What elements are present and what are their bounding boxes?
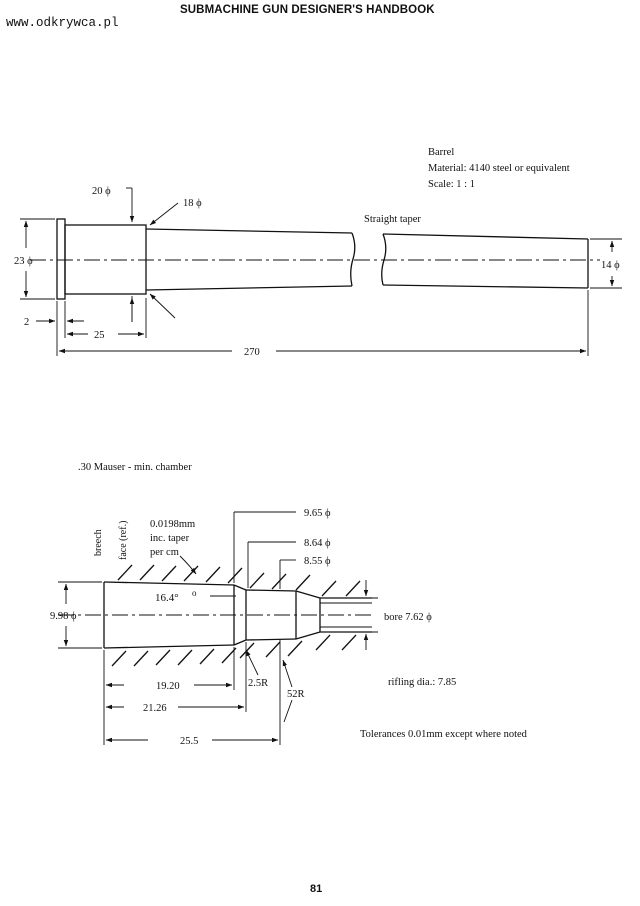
dim-2: 2 <box>24 317 29 328</box>
taper-note-1: 0.0198mm <box>150 519 195 530</box>
taper-note-2: inc. taper <box>150 533 190 544</box>
dim-23-dia: 23 ϕ <box>14 256 33 267</box>
dim-21-26: 21.26 <box>143 703 167 714</box>
breech-face-label-1: breech <box>93 529 104 556</box>
radius-52r: 52R <box>287 689 305 700</box>
angle-label: 16.4° <box>155 592 179 604</box>
hatching-top <box>117 564 361 597</box>
dim-9-65-dia: 9.65 ϕ <box>304 508 331 519</box>
chamber-drawing: .30 Mauser - min. chamber breech face (r… <box>50 462 528 747</box>
breech-face-label-2: face (ref.) <box>118 521 129 560</box>
barrel-outline <box>56 218 589 300</box>
taper-note-3: per cm <box>150 547 179 558</box>
barrel-note-material: Material: 4140 steel or equivalent <box>428 163 570 174</box>
barrel-note-title: Barrel <box>428 147 454 158</box>
dim-8-55-dia: 8.55 ϕ <box>304 556 331 567</box>
dim-20-dia: 20 ϕ <box>92 186 111 197</box>
chamber-title: .30 Mauser - min. chamber <box>78 462 192 473</box>
hatching-bottom <box>111 634 357 667</box>
page-number: 81 <box>310 883 323 895</box>
tolerance-note: Tolerances 0.01mm except where noted <box>360 729 528 740</box>
dim-18-dia: 18 ϕ <box>183 198 202 209</box>
dim-8-64-dia: 8.64 ϕ <box>304 538 331 549</box>
dim-19-20: 19.20 <box>156 681 180 692</box>
straight-taper-label: Straight taper <box>364 214 421 225</box>
dim-25: 25 <box>94 330 105 341</box>
dim-14-dia: 14 ϕ <box>601 260 620 271</box>
barrel-drawing: Barrel Material: 4140 steel or equivalen… <box>14 147 622 358</box>
dim-270: 270 <box>244 347 260 358</box>
angle-mark: o <box>192 588 197 598</box>
dim-9-98-dia: 9.98 ϕ <box>50 611 77 622</box>
book-title: SUBMACHINE GUN DESIGNER'S HANDBOOK <box>180 4 435 16</box>
dim-25-5: 25.5 <box>180 736 198 747</box>
barrel-note-scale: Scale: 1 : 1 <box>428 179 475 190</box>
watermark: www.odkrywca.pl <box>6 16 119 30</box>
rifling-dia: rifling dia.: 7.85 <box>388 677 456 688</box>
radius-2-5r: 2.5R <box>248 678 268 689</box>
bore-dia: bore 7.62 ϕ <box>384 612 432 623</box>
